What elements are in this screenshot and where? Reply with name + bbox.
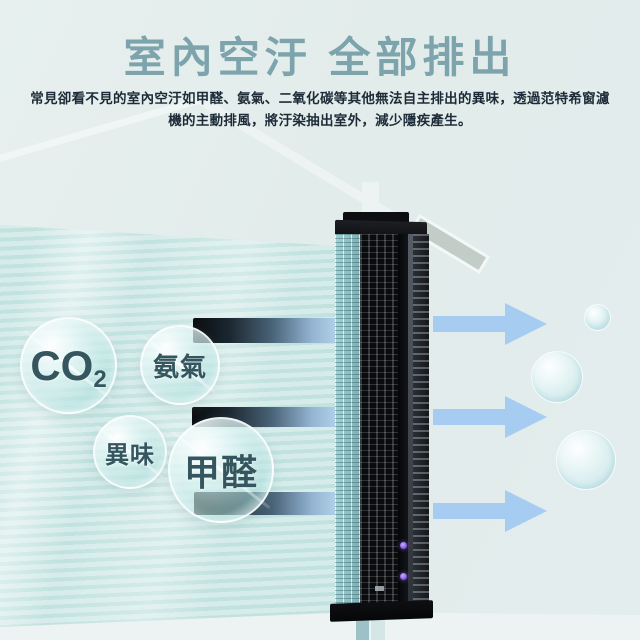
device-control-strip <box>398 234 408 604</box>
formaldehyde-bubble: 甲醛 <box>168 417 274 523</box>
arrow-body <box>433 316 507 332</box>
exhaust-arrow-icon-3 <box>433 490 547 532</box>
co2-label-main: CO <box>30 341 94 389</box>
odor-label: 異味 <box>105 441 155 469</box>
odor-bubble: 異味 <box>93 415 167 489</box>
arrow-body <box>433 503 507 519</box>
device-base <box>330 600 433 622</box>
ammonia-bubble: 氨氣 <box>140 325 220 405</box>
intro-text: 常見卻看不見的室內空汙如甲醛、氨氣、二氧化碳等其他無法自主排出的異味，透過范特希… <box>0 88 640 132</box>
ammonia-label: 氨氣 <box>152 351 207 382</box>
device-led-indicator-2 <box>400 573 407 580</box>
device-edge-highlight <box>408 234 413 604</box>
device-filter-glass <box>335 234 360 604</box>
co2-label-sub: 2 <box>93 365 107 393</box>
device-front-vents <box>360 234 398 604</box>
exhaust-arrow-icon-1 <box>433 303 547 345</box>
device-label-sticker <box>375 586 384 591</box>
clean-air-bubble-3 <box>556 430 616 490</box>
clean-air-bubble-1 <box>584 304 611 331</box>
arrow-head <box>505 396 547 438</box>
roofline-left <box>0 96 201 162</box>
arrow-head <box>505 490 547 532</box>
arrow-head <box>505 303 547 345</box>
exhaust-arrow-icon-2 <box>433 396 547 438</box>
co2-bubble: CO2 <box>20 317 117 414</box>
device-body <box>335 234 429 604</box>
device-side-louvers <box>413 234 429 604</box>
device-led-indicator-1 <box>400 542 407 549</box>
formaldehyde-label: 甲醛 <box>183 452 258 493</box>
window-ventilator-device <box>330 212 433 622</box>
clean-air-bubble-2 <box>531 351 583 403</box>
page-title: 室內空汙 全部排出 <box>123 34 517 81</box>
co2-label: CO2 <box>30 341 107 393</box>
intro-text-line-1: 常見卻看不見的室內空汙如甲醛、氨氣、二氧化碳等其他無法自主排出的異味，透過范特希… <box>30 91 610 106</box>
suction-streak-ammonia <box>193 318 338 343</box>
arrow-body <box>433 409 507 425</box>
intro-text-line-2: 機的主動排風，將汙染抽出室外，減少隱疾產生。 <box>168 113 472 128</box>
